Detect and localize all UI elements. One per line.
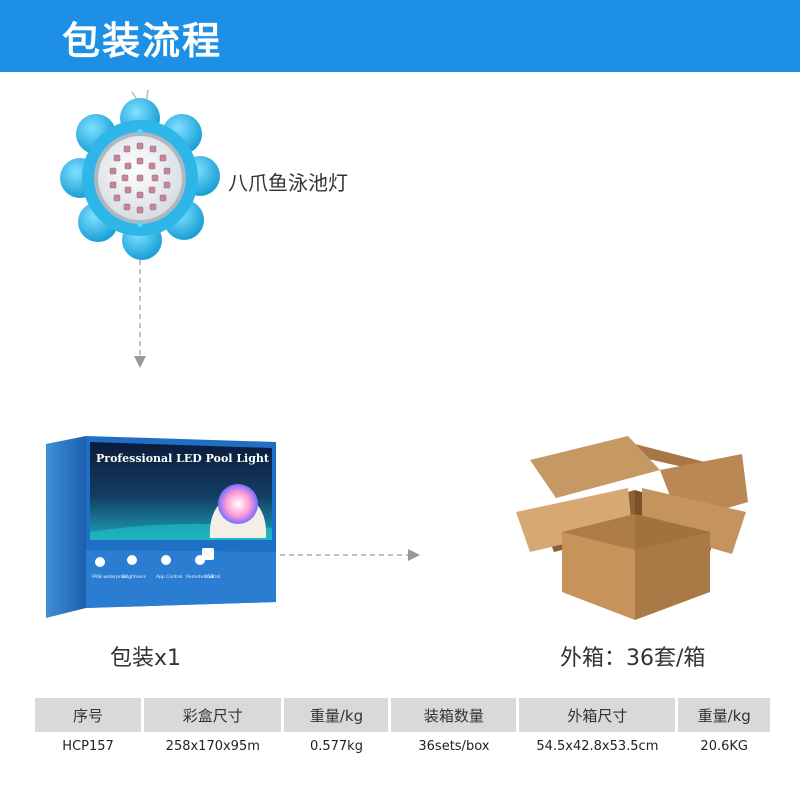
product-name-label: 八爪鱼泳池灯 bbox=[228, 171, 348, 195]
flow-arrow-right-head bbox=[408, 549, 420, 561]
table-cell: 36sets/box bbox=[418, 738, 490, 754]
feature-label-remote-control: Remote control bbox=[186, 574, 220, 580]
table-header-cell: 重量/kg bbox=[284, 698, 389, 732]
feature-label-rgb: RGB bbox=[204, 574, 214, 580]
packing-spec-table: 序号 彩盒尺寸 重量/kg 装箱数量 外箱尺寸 重量/kg HCP157 258… bbox=[32, 698, 773, 760]
table-header-cell: 外箱尺寸 bbox=[519, 698, 676, 732]
table-header-cell: 重量/kg bbox=[678, 698, 770, 732]
table-header-cell: 彩盒尺寸 bbox=[144, 698, 282, 732]
retail-box-image: Professional LED Pool Light IP68 waterpr… bbox=[40, 432, 280, 622]
header-bar: 包装流程 bbox=[0, 0, 800, 72]
flow-arrow-down-head bbox=[134, 356, 146, 368]
flow-lines bbox=[131, 89, 420, 561]
table-cell: HCP157 bbox=[62, 738, 114, 754]
page-title: 包装流程 bbox=[62, 19, 223, 63]
table-cell: 258x170x95m bbox=[165, 738, 260, 754]
table-header-cell: 装箱数量 bbox=[391, 698, 517, 732]
table-cell: 20.6KG bbox=[700, 738, 748, 754]
table-cell: 0.577kg bbox=[309, 738, 363, 754]
octopus-pool-lamp-image bbox=[60, 98, 220, 260]
table-row: HCP157 258x170x95m 0.577kg 36sets/box 54… bbox=[35, 732, 770, 760]
table-header-row: 序号 彩盒尺寸 重量/kg 装箱数量 外箱尺寸 重量/kg bbox=[35, 698, 770, 732]
carton-caption: 外箱：36套/箱 bbox=[560, 646, 706, 671]
box-title-text: Professional LED Pool Light bbox=[96, 452, 270, 465]
feature-label-waterproof: IP68 waterproof bbox=[92, 574, 128, 580]
table-header-cell: 序号 bbox=[35, 698, 142, 732]
shipping-carton-image bbox=[516, 436, 748, 620]
package-caption: 包装x1 bbox=[110, 646, 182, 671]
feature-label-app-control: App Control bbox=[156, 574, 183, 580]
table-cell: 54.5x42.8x53.5cm bbox=[536, 738, 659, 754]
feature-label-brightness: Brightness bbox=[122, 574, 147, 580]
